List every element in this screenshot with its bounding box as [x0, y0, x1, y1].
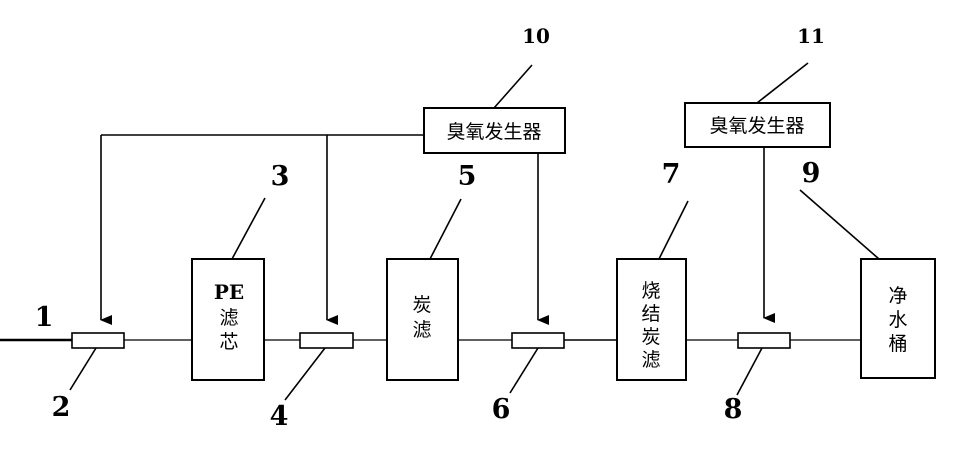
mixer-4	[299, 332, 354, 349]
label-7: 7	[662, 159, 681, 190]
sintered-carbon-filter-line1: 烧	[641, 280, 660, 302]
label-5: 5	[458, 161, 477, 192]
pe-filter: PE 滤 芯	[191, 258, 265, 381]
label-1: 1	[35, 302, 54, 333]
mixer-8	[737, 332, 791, 349]
clean-water-tank-line2: 水	[888, 309, 907, 331]
label-11: 11	[797, 24, 825, 48]
carbon-filter-line1: 炭	[412, 294, 431, 316]
label-6: 6	[492, 394, 511, 425]
pe-filter-line3: 芯	[219, 331, 238, 353]
leader-lines	[69, 62, 880, 401]
label-8: 8	[724, 394, 743, 425]
carbon-filter: 炭 滤	[386, 258, 459, 381]
label-10: 10	[522, 24, 550, 48]
clean-water-tank-line1: 净	[888, 285, 907, 307]
ozone-generator-2: 臭氧发生器	[684, 102, 831, 148]
sintered-carbon-filter-line2: 结	[641, 303, 660, 325]
sintered-carbon-filter-line4: 滤	[641, 349, 660, 371]
mixer-2	[71, 332, 125, 349]
ozone-generator-1: 臭氧发生器	[423, 107, 566, 154]
label-2: 2	[52, 392, 71, 423]
sintered-carbon-filter: 烧 结 炭 滤	[616, 258, 687, 381]
label-9: 9	[802, 158, 821, 189]
label-3: 3	[271, 161, 290, 192]
pe-filter-line2: 滤	[219, 307, 238, 329]
clean-water-tank-line3: 桶	[888, 333, 907, 355]
ozone-generator-1-label: 臭氧发生器	[446, 121, 541, 143]
ozone-lines-generator-1	[100, 134, 549, 325]
mixer-6	[511, 332, 565, 349]
label-4: 4	[270, 401, 289, 432]
carbon-filter-line2: 滤	[412, 319, 431, 341]
clean-water-tank: 净 水 桶	[860, 258, 936, 379]
pe-filter-line1: PE	[214, 280, 244, 304]
ozone-generator-2-label: 臭氧发生器	[709, 115, 804, 137]
sintered-carbon-filter-line3: 炭	[641, 326, 660, 348]
